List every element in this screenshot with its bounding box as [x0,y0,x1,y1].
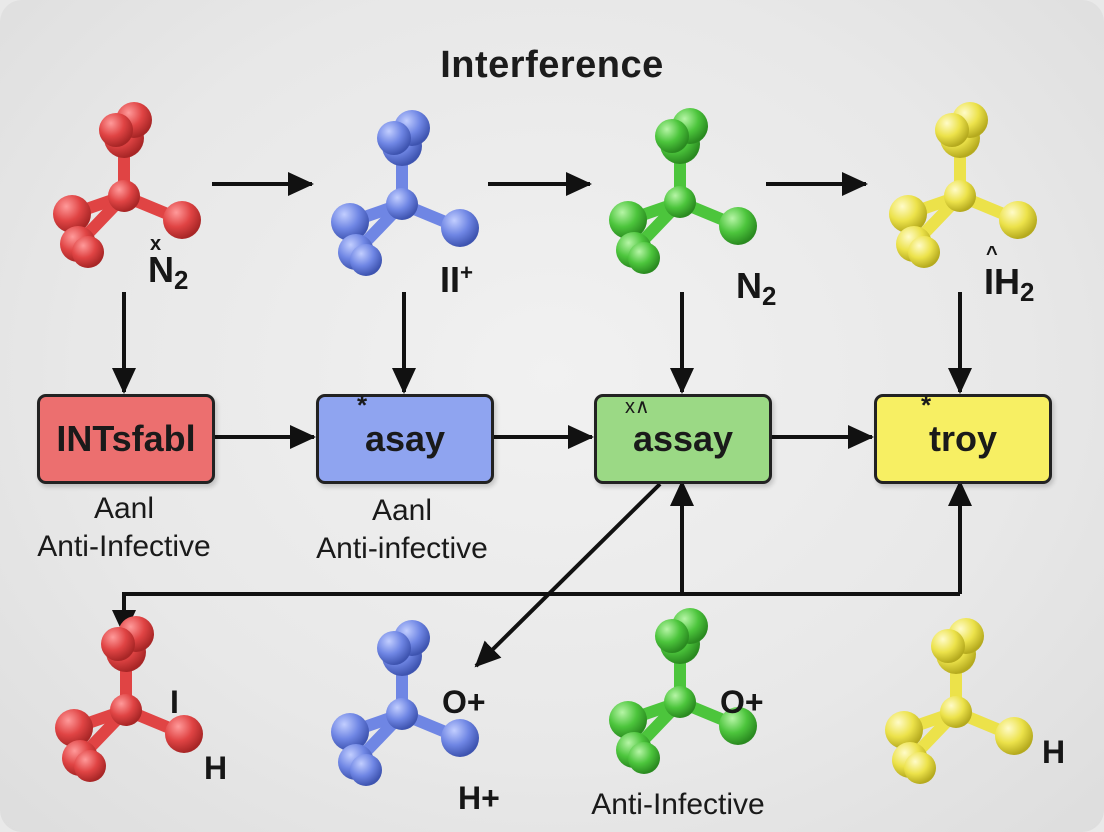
molecule-atom [935,113,969,147]
molecule-atom [377,631,411,665]
molecule-atom [995,717,1033,755]
label-yellow-top-mark: ^ [986,243,998,265]
label-red-top: x N2 [148,234,188,294]
molecule-atom [664,186,696,218]
box-troy-label: troy [928,418,997,459]
box-asay-label: asay [364,418,446,459]
molecule-atom [165,715,203,753]
label-blue-top-base: II [440,259,461,300]
molecule-yellow-top [889,102,1037,268]
molecule-atom [55,709,93,747]
molecule-atom [331,203,369,241]
label-red-top-base: N [148,249,174,290]
diagram-title: Interference [440,44,664,86]
molecule-green-bottom [609,608,757,774]
molecule-atom [719,707,757,745]
molecule-atom [101,627,135,661]
molecule-atom [441,209,479,247]
label-red-top-mark: x [150,233,162,255]
molecule-atom [110,694,142,726]
molecule-atom [719,207,757,245]
molecule-atom [944,180,976,212]
molecule-atom [99,113,133,147]
box-asay-marker: * [356,390,368,420]
molecule-atom [999,201,1037,239]
box-intsfabl[interactable]: INTsfabl [37,394,215,484]
box-assay-label: assay [632,418,734,459]
caption-blue-line1: Aanl [371,494,433,527]
molecule-yellow-bottom [885,618,1033,784]
label-blue-top: II+ [440,259,474,300]
label-green-bottom-bottom: Anti-Infective [591,788,765,821]
box-assay-marker: x∧ [624,396,650,418]
molecule-atom [386,188,418,220]
molecule-atom [609,701,647,739]
molecule-atom [609,201,647,239]
molecule-blue-bottom [331,620,479,786]
caption-red: Aanl Anti-Infective [10,490,238,565]
molecule-atom [889,195,927,233]
label-red-bottom-bottom: H [204,750,228,786]
molecule-atom [53,195,91,233]
molecule-atom [655,119,689,153]
molecule-red-bottom [55,616,203,782]
molecule-atom [108,180,140,212]
label-red-top-sub: 2 [174,267,189,296]
molecule-atom [885,711,923,749]
caption-red-line2: Anti-Infective [37,529,211,563]
molecule-atom [350,244,382,276]
molecule-atom [331,713,369,751]
label-yellow-top-base: IH [984,261,1020,302]
caption-blue: Aanl Anti-infective [288,492,516,567]
molecule-atom [904,752,936,784]
label-yellow-top-sub: 2 [1020,279,1035,308]
molecule-atom [72,236,104,268]
molecule-atom [908,236,940,268]
label-blue-bottom-top: O+ [442,684,486,720]
label-yellow-bottom-right: H [1042,734,1066,770]
molecule-atom [350,754,382,786]
molecule-atom [628,742,660,774]
molecule-atom [377,121,411,155]
molecule-atom [441,719,479,757]
molecule-red-top [53,102,201,268]
label-green-top-sub: 2 [762,283,777,312]
label-blue-top-sup: + [460,259,474,285]
molecule-atom [74,750,106,782]
molecule-green-top [609,108,757,274]
molecule-atom [664,686,696,718]
box-asay[interactable]: *asay [316,390,494,484]
label-green-bottom-top: O+ [720,684,764,720]
label-green-top: N2 [736,265,776,311]
label-red-bottom-top: I [170,684,179,720]
caption-red-line1: Aanl [93,492,155,525]
box-intsfabl-label: INTsfabl [56,418,196,459]
molecule-blue-top [331,110,479,276]
arrow-box3-to-blue-bottom [474,482,662,668]
molecule-atom [940,696,972,728]
caption-blue-line2: Anti-infective [316,531,488,565]
box-troy-marker: * [920,390,932,420]
box-troy[interactable]: *troy [874,390,1052,484]
label-green-top-base: N [736,265,762,306]
molecule-atom [163,201,201,239]
box-assay[interactable]: x∧assay [594,394,772,484]
molecule-atom [386,698,418,730]
label-blue-bottom-bottom: H+ [458,780,500,816]
label-yellow-top: ^ IH2 [984,244,1034,306]
molecule-atom [628,242,660,274]
molecule-atom [931,629,965,663]
molecule-atom [655,619,689,653]
